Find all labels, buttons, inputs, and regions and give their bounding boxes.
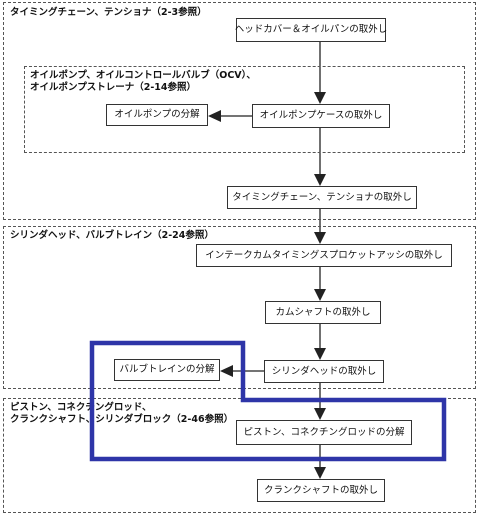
- step-disassemble-piston-conrod: ピストン、コネクチングロッドの分解: [236, 420, 412, 445]
- step-remove-camshaft: カムシャフトの取外し: [265, 301, 381, 324]
- section-timing-chain-label: タイミングチェーン、テンショナ（2-3参照）: [10, 7, 207, 18]
- step-remove-timing-chain-tensioner: タイミングチェーン、テンショナの取外し: [227, 186, 417, 209]
- section-oil-pump: オイルポンプ、オイルコントロールバルブ（OCV）、 オイルポンプストレーナ（2-…: [24, 66, 465, 153]
- section-cylinder-head-label: シリンダヘッド、バルブトレイン（2-24参照）: [10, 230, 214, 241]
- section-timing-chain: タイミングチェーン、テンショナ（2-3参照）: [3, 2, 476, 220]
- arrow-to-oil-pump-disassembly-head: [208, 110, 221, 122]
- step-disassemble-oil-pump: オイルポンプの分解: [106, 104, 208, 126]
- step-remove-cylinder-head: シリンダヘッドの取外し: [264, 360, 384, 383]
- section-piston-crank: ピストン、コネクチングロッド、 クランクシャフト、シリンダブロック（2-46参照…: [3, 398, 476, 513]
- section-oil-pump-label: オイルポンプ、オイルコントロールバルブ（OCV）、 オイルポンプストレーナ（2-…: [30, 70, 256, 93]
- arrow-piston-to-crankshaft-head: [314, 467, 326, 479]
- section-piston-crank-label: ピストン、コネクチングロッド、 クランクシャフト、シリンダブロック（2-46参照…: [10, 402, 234, 425]
- step-remove-head-cover-oil-pan: ヘッドカバー＆オイルパンの取外し: [235, 18, 387, 42]
- step-disassemble-valve-train: バルブトレインの分解: [114, 359, 220, 381]
- arrow-intake-cam-to-camshaft-head: [314, 289, 326, 301]
- arrow-timing-chain-to-intake-cam-head: [314, 232, 326, 244]
- step-remove-crankshaft: クランクシャフトの取外し: [257, 479, 385, 502]
- step-remove-intake-cam-sprocket: インテークカムタイミングスプロケットアッシの取外し: [196, 244, 452, 267]
- arrow-head-cover-to-oil-pump-case-head: [314, 92, 326, 104]
- step-remove-oil-pump-case: オイルポンプケースの取外し: [252, 104, 390, 128]
- arrow-oil-pump-case-to-timing-chain-head: [314, 174, 326, 186]
